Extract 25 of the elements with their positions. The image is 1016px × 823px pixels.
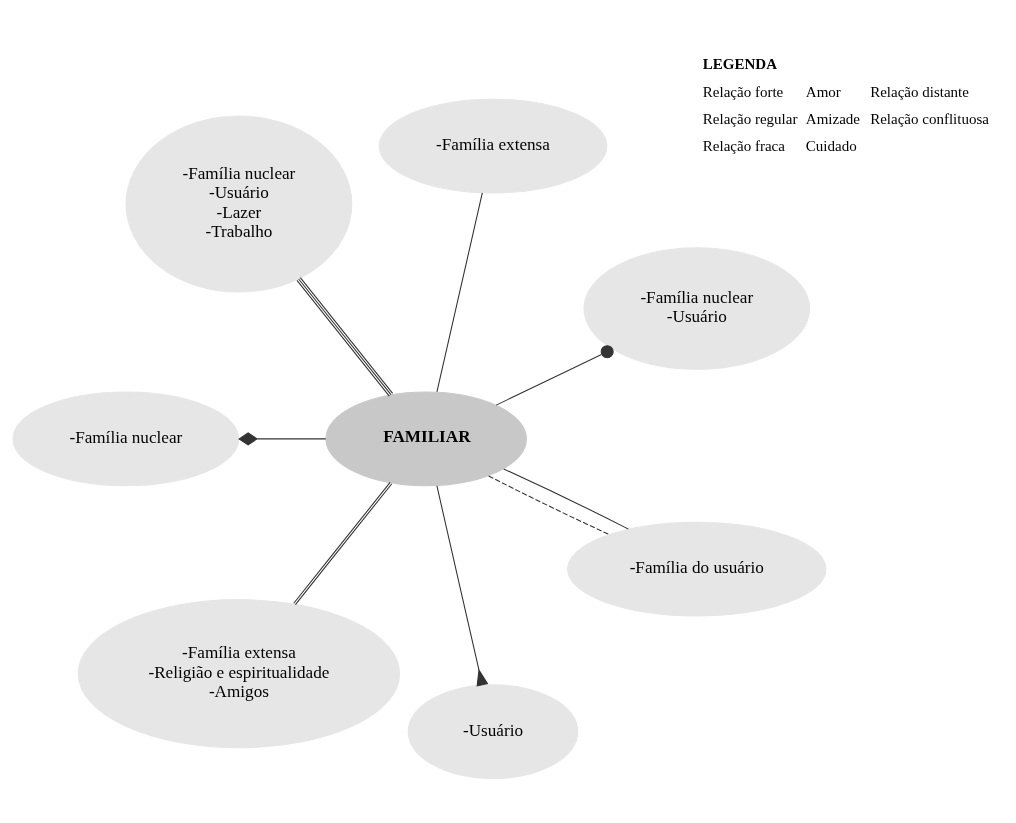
legend-label: Cuidado xyxy=(805,137,857,154)
legend-label: Relação distante xyxy=(870,83,969,100)
connector xyxy=(436,191,483,392)
connector xyxy=(503,467,629,530)
connector xyxy=(296,276,394,397)
legend-label: Relação regular xyxy=(702,110,798,127)
node-ellipse: -Família extensa -Religião e espiritualidade -Amigos xyxy=(77,598,401,748)
legend-label: Amizade xyxy=(805,110,860,127)
legend-label: Relação fraca xyxy=(702,137,785,154)
node-ellipse: -Usuário xyxy=(407,683,579,779)
node-ellipse: -Família do usuário xyxy=(567,521,827,617)
node-ellipse: FAMILIAR xyxy=(325,391,527,486)
legend-label: Relação forte xyxy=(702,83,784,100)
node-ellipse: -Família extensa xyxy=(378,98,608,193)
connector xyxy=(488,474,610,535)
node-ellipse: -Família nuclear -Usuário -Lazer -Trabalho xyxy=(125,115,353,293)
connector xyxy=(293,481,393,605)
connector xyxy=(495,344,614,406)
node-ellipse: -Família nuclear xyxy=(12,391,240,486)
label: LEGENDA xyxy=(702,55,778,72)
node-ellipse: -Família nuclear -Usuário xyxy=(583,246,811,370)
connector xyxy=(436,484,489,687)
connector xyxy=(238,431,327,446)
legend-label: Relação conflituosa xyxy=(870,110,989,127)
legend-label: Amor xyxy=(805,83,841,100)
